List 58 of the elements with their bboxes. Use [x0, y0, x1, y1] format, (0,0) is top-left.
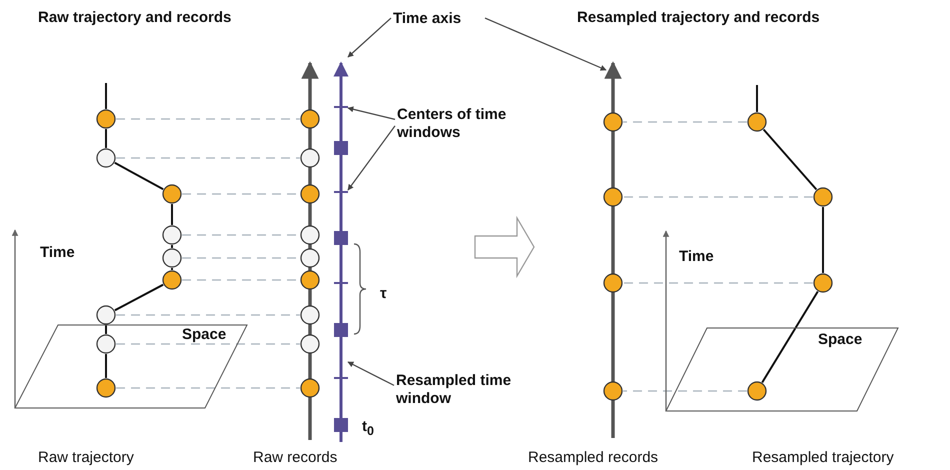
label-text: τ — [380, 285, 387, 303]
leader-arrow — [347, 106, 396, 120]
label-text: Resampled trajectory and records — [577, 9, 820, 27]
time-window-axis — [334, 62, 348, 442]
record-axis — [301, 61, 319, 440]
guide-line — [623, 390, 747, 392]
guide-line — [116, 343, 300, 345]
trajectory-line — [105, 129, 107, 148]
trajectory-point — [162, 184, 182, 204]
trajectory-line — [756, 85, 758, 112]
guide-line — [623, 196, 813, 198]
trajectory-point — [813, 187, 833, 207]
label-text: t$_{0}$ — [362, 418, 374, 440]
trajectory-line — [114, 284, 164, 312]
trajectory-line — [105, 325, 107, 334]
leader-arrow — [347, 361, 394, 386]
trajectory-point — [96, 148, 116, 168]
label-text: Time — [40, 244, 75, 262]
record-axis — [604, 61, 622, 438]
callout-text: Centers of time windows — [397, 106, 508, 142]
guide-line — [116, 314, 300, 316]
trajectory-line — [761, 291, 819, 383]
guide-line — [116, 157, 300, 159]
label-text: Raw records — [253, 449, 338, 467]
trajectory-line — [105, 354, 107, 378]
trajectory-point — [162, 270, 182, 290]
trajectory-line — [114, 162, 164, 190]
label-text: Space — [182, 326, 226, 344]
guide-line — [116, 387, 300, 389]
trajectory-point — [96, 334, 116, 354]
leader-arrow — [348, 18, 392, 58]
guide-line — [623, 282, 813, 284]
label-text: Resampled records — [528, 449, 658, 467]
label-text: Raw trajectory — [38, 449, 134, 467]
callout-text: Resampled time window — [396, 372, 512, 408]
trajectory-point — [747, 112, 767, 132]
leader-arrow — [484, 18, 607, 71]
trajectory-point — [162, 225, 182, 245]
label-text: Resampled trajectory — [752, 449, 894, 467]
trajectory-line — [105, 83, 107, 109]
callout-text: Time axis — [393, 10, 462, 28]
trajectory-line — [822, 207, 824, 273]
trajectory-point — [747, 381, 767, 401]
leader-arrow — [348, 126, 396, 190]
label-text: Space — [818, 331, 862, 349]
guide-line — [623, 121, 747, 123]
trajectory-point — [96, 109, 116, 129]
trajectory-line — [171, 268, 173, 270]
trajectory-point — [162, 248, 182, 268]
label-text: Time — [679, 248, 714, 266]
label-text: Raw trajectory and records — [38, 9, 232, 27]
trajectory-point — [813, 273, 833, 293]
guide-line — [116, 118, 300, 120]
trajectory-line — [171, 204, 173, 225]
trajectory-point — [96, 378, 116, 398]
trajectory-line — [171, 245, 173, 248]
trajectory-point — [96, 305, 116, 325]
trajectory-line — [762, 128, 818, 190]
